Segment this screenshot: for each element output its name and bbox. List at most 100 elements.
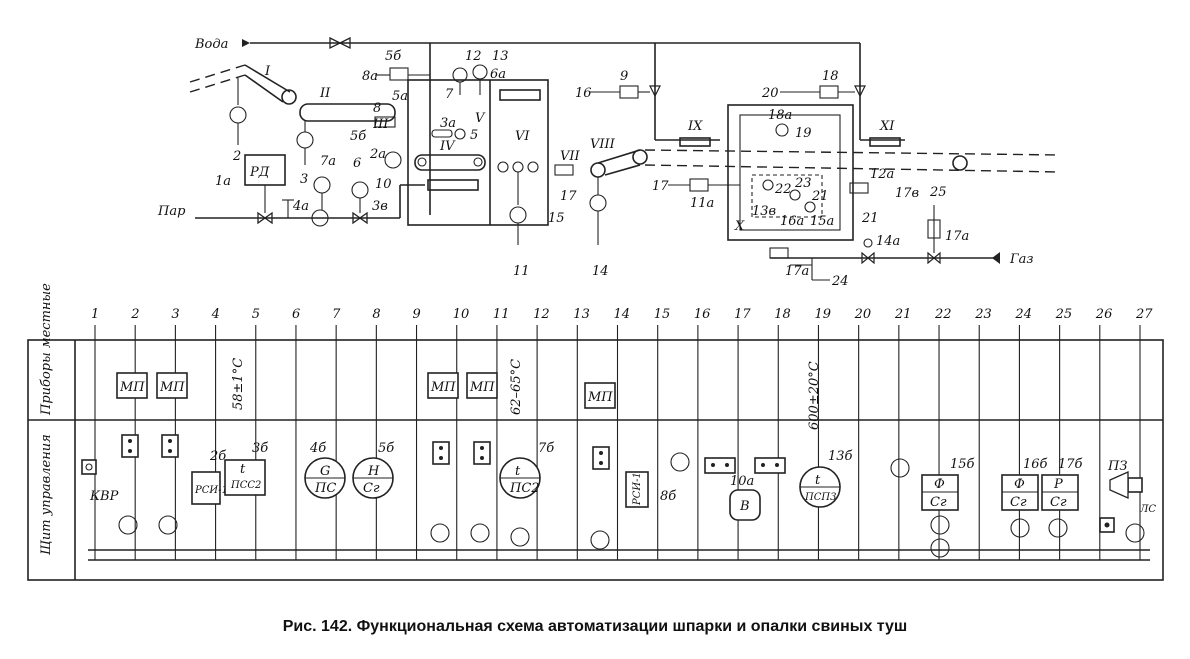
water-label: Вода: [194, 37, 228, 52]
figure-caption: Рис. 142. Функциональная схема автоматиз…: [282, 618, 908, 635]
column-number: 3: [171, 307, 179, 322]
device-cg-8: Сг: [363, 481, 380, 496]
unit-VII-label: VII: [560, 149, 581, 164]
column-number: 22: [934, 307, 952, 322]
label-17a: 17а: [785, 264, 809, 279]
column-number: 9: [413, 307, 421, 322]
label-10: 10: [375, 177, 392, 192]
scalding-tank: IV V VI 11 3а 5 10 2а III 5б 8 5а: [350, 79, 549, 279]
tag-3b: 3б: [252, 441, 268, 456]
label-17: 17: [652, 179, 669, 194]
steam-line: РД 1а Пар 4а 7а 6 3в: [157, 154, 425, 227]
unit-VI-label: VI: [515, 129, 530, 144]
column-number: 11: [493, 307, 510, 322]
column-number: 24: [1014, 307, 1032, 322]
unit-III-label: III: [372, 117, 389, 132]
unit-XI-label: XI: [879, 119, 895, 134]
device-t-19: t: [815, 473, 821, 488]
label-19: 19: [795, 126, 812, 141]
label-24: 23: [794, 176, 812, 191]
tag-8b: 8б: [660, 489, 676, 504]
device-rsi-15: РСИ-1: [632, 472, 643, 506]
device-rsi-4: РСИ-1: [194, 485, 228, 496]
label-18: 17в: [895, 186, 919, 201]
label-8: 8: [373, 101, 381, 116]
label-26: 25: [929, 185, 947, 200]
column-number: 18: [774, 307, 791, 322]
label-5: 5: [470, 128, 478, 143]
column-number: 2: [130, 307, 139, 322]
label-13a: 18а: [768, 108, 792, 123]
device-pz-27: ПЗ: [1107, 459, 1127, 474]
label-11a: 11а: [690, 196, 714, 211]
tag-16b: 16б: [1023, 457, 1048, 472]
column-number: 14: [614, 307, 631, 322]
label-3v: 3в: [372, 199, 388, 214]
conveyor-VIII: VII 17 15 VIII 14: [548, 137, 1061, 279]
column-number: 23: [974, 307, 992, 322]
label-3a: 3а: [440, 116, 456, 131]
column-number: 17: [734, 307, 751, 322]
unit-X-label: X: [734, 219, 745, 234]
device-mp-10: МП: [430, 380, 456, 395]
singeing-XI: 20 18 XI: [761, 69, 905, 147]
device-f-22: Ф: [934, 477, 945, 492]
tag-4b: 4б: [309, 441, 326, 456]
device-mp-3: МП: [159, 380, 185, 395]
column-number: 26: [1095, 307, 1113, 322]
column-number: 27: [1135, 307, 1153, 322]
column-number: 25: [1055, 307, 1073, 322]
regulator-label: РД: [249, 165, 270, 180]
tag-10a: 10а: [730, 474, 754, 489]
device-mp-2: МП: [119, 380, 145, 395]
tag-15b: 15б: [950, 457, 975, 472]
water-line: Вода: [194, 36, 861, 215]
device-t-5: t: [240, 462, 246, 477]
panel-devices: КВР МП МП РСИ-1 2б t ПСС2 3б 58±1°С G ПС…: [81, 358, 1156, 558]
label-4: 5б: [350, 129, 366, 144]
label-7a: 7: [445, 87, 454, 102]
gas-label: Газ: [1009, 252, 1033, 267]
column-number: 6: [292, 307, 300, 322]
unit-VIII-label: VIII: [590, 137, 616, 152]
unit-V-label: V: [475, 111, 486, 126]
steam-label: Пар: [157, 204, 186, 219]
label-18a: 18: [822, 69, 839, 84]
column-number: 12: [533, 307, 550, 322]
tag-2b: 2б: [209, 449, 226, 464]
unit-IX-label: IX: [687, 119, 703, 134]
label-9: 8а: [362, 69, 378, 84]
device-kvr: КВР: [89, 489, 119, 504]
furnace-X: 18а 19 22 23 21 13в 16а 15а X 17 11а 12а…: [652, 104, 919, 241]
label-20: 21: [861, 211, 879, 226]
label-11: 11: [513, 264, 530, 279]
label-15a: 15а: [810, 214, 834, 229]
tag-7b: 7б: [538, 441, 554, 456]
label-13: 13: [492, 49, 509, 64]
column-number: 5: [252, 307, 260, 322]
label-12a: 12а: [870, 167, 894, 182]
label-2: 2: [232, 149, 241, 164]
label-13v: 14а: [876, 234, 900, 249]
setpoint-col19: 600±20°С: [807, 361, 822, 430]
column-number: 10: [453, 307, 470, 322]
label-15: 15: [548, 211, 565, 226]
device-psp-19: ПСП3: [804, 492, 836, 503]
label-25: 24: [831, 274, 849, 289]
device-pss-5: ПСС2: [230, 480, 261, 491]
column-number: 21: [894, 307, 912, 322]
unit-II-label: II: [319, 86, 331, 101]
label-17v: 17а: [945, 229, 969, 244]
top-instruments: 8а 5б 7 12 13 6а: [362, 49, 509, 102]
device-mp-11: МП: [469, 380, 495, 395]
device-f-24: Ф: [1014, 477, 1025, 492]
label-14: 14: [592, 264, 609, 279]
column-number: 19: [814, 307, 831, 322]
label-9a: 9: [620, 69, 628, 84]
label-5a: 5а: [392, 89, 408, 104]
label-12: 12: [465, 49, 482, 64]
device-g-7: G: [320, 464, 330, 479]
device-cg-22: Сг: [930, 495, 947, 510]
